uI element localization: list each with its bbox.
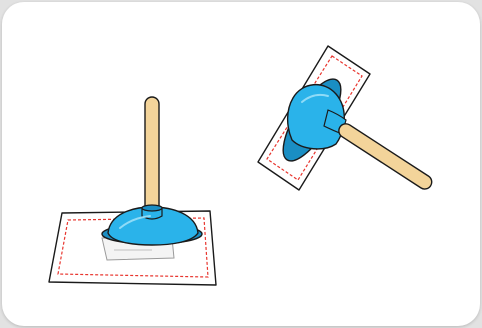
right-cup	[282, 78, 347, 162]
left-group	[48, 96, 217, 286]
right-group	[257, 45, 433, 191]
right-handle	[338, 123, 433, 190]
plunger-illustration	[48, 45, 433, 286]
left-cup	[101, 204, 203, 246]
left-handle	[144, 96, 160, 216]
illustration-card	[2, 2, 480, 326]
